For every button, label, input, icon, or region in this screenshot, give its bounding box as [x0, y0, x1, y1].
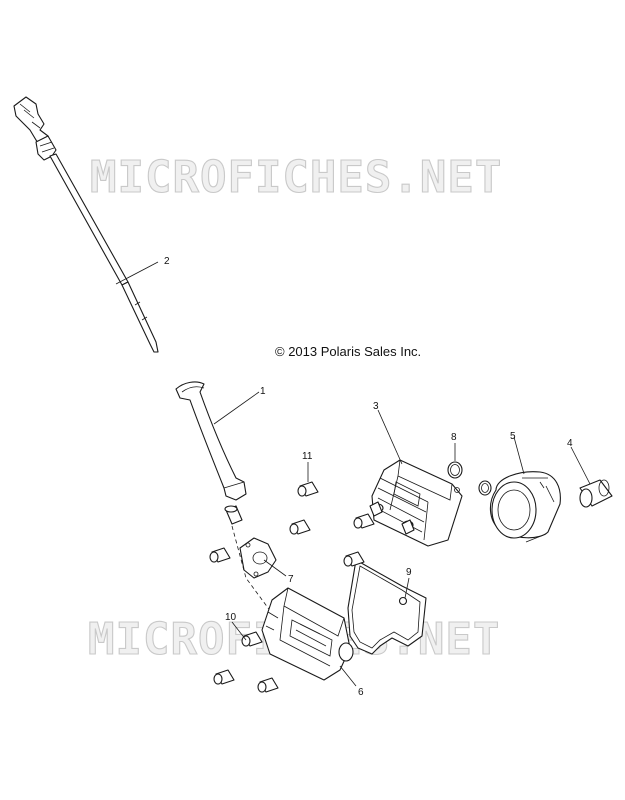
bolt — [213, 669, 235, 685]
bolt — [209, 547, 231, 563]
bolt — [343, 551, 365, 567]
assembly-centerline — [231, 525, 275, 617]
bolt-part-10 — [241, 631, 263, 647]
callout-11: 11 — [302, 451, 313, 462]
cooler-gasket-part-9 — [347, 559, 427, 655]
bolt — [257, 677, 279, 693]
callout-9: 9 — [406, 567, 412, 578]
oil-filter-part-5 — [489, 471, 561, 543]
cooler-housing-part-6 — [261, 587, 354, 681]
dipstick-part-2 — [13, 96, 159, 353]
callout-6: 6 — [358, 687, 364, 698]
callout-5: 5 — [510, 431, 516, 442]
watermark-top: MICROFICHES.NET — [90, 152, 502, 203]
bolt — [289, 519, 311, 535]
copyright-notice: © 2013 Polaris Sales Inc. — [275, 344, 421, 359]
callout-10: 10 — [225, 612, 237, 623]
filter-oring — [478, 480, 492, 496]
bolt-part-11 — [297, 481, 319, 497]
fitting-part-4 — [579, 479, 613, 508]
callout-2: 2 — [164, 256, 170, 267]
oring-part-8 — [447, 461, 463, 479]
callout-4: 4 — [567, 438, 573, 449]
oil-cooler-part-3 — [369, 459, 463, 547]
callout-7: 7 — [288, 574, 294, 585]
leader-lines — [115, 261, 591, 687]
callout-8: 8 — [451, 432, 457, 443]
filler-tube-part-1 — [175, 381, 247, 525]
callout-3: 3 — [373, 401, 379, 412]
flange-gasket-part-7 — [239, 537, 277, 579]
bolt — [353, 513, 375, 529]
callout-1: 1 — [260, 386, 266, 397]
